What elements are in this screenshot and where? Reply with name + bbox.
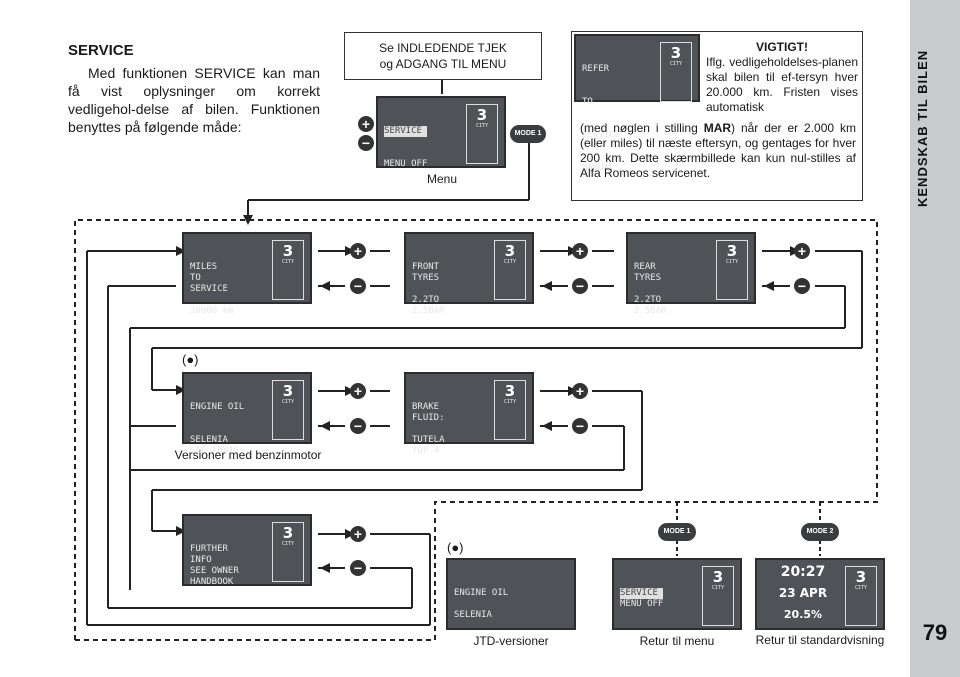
lcd-line: SERVICE	[384, 126, 428, 137]
mode2-button[interactable]: MODE 2	[801, 523, 839, 541]
caption-benzin: Versioner med benzinmotor	[174, 448, 322, 462]
footnote-marker: (●)	[182, 352, 199, 367]
lcd-line: SERVICE	[582, 130, 620, 140]
minus-button[interactable]: −	[350, 560, 366, 576]
instruction-line-1: Se INDLEDENDE TJEK	[379, 41, 507, 55]
note-title: VIGTIGT!	[756, 40, 808, 54]
menu-caption: Menu	[426, 172, 458, 186]
plus-button[interactable]: +	[794, 243, 810, 259]
instruction-line-2: og ADGANG TIL MENU	[379, 57, 507, 71]
intro-paragraph: Med funktionen SERVICE kan man få vist o…	[68, 65, 320, 135]
minus-button[interactable]: −	[572, 418, 588, 434]
lcd-jtd-engine-oil: ENGINE OIL SELENIA	[446, 558, 576, 630]
lcd-line: MENU OFF	[384, 159, 428, 169]
caption-retur-menu: Retur til menu	[639, 634, 715, 648]
page-heading: SERVICE	[68, 42, 134, 59]
caption-retur-standard: Retur til standardvisning	[755, 633, 885, 647]
minus-button[interactable]: −	[572, 278, 588, 294]
lcd-line: MANUAL	[582, 163, 615, 173]
minus-button[interactable]: −	[358, 135, 374, 151]
instruction-box: Se INDLEDENDE TJEK og ADGANG TIL MENU	[344, 32, 542, 80]
lcd-line: TO	[582, 97, 593, 107]
footnote-marker: (●)	[447, 540, 464, 555]
sidebar	[910, 0, 960, 677]
page-number: 79	[922, 620, 948, 645]
lcd-line: REFER	[582, 64, 610, 74]
note-text: VIGTIGT! Iflg. vedligeholdelses-planen s…	[706, 40, 858, 115]
date-readout: 23 APR	[778, 586, 828, 600]
mode1-button[interactable]: MODE 1	[510, 125, 546, 143]
plus-button[interactable]: +	[358, 116, 374, 132]
caption-jtd: JTD-versioner	[473, 634, 549, 648]
minus-button[interactable]: −	[350, 278, 366, 294]
flow-diagram-lines	[74, 80, 878, 641]
section-title: KENDSKAB TIL BILEN	[915, 49, 930, 207]
mode1-button[interactable]: MODE 1	[658, 523, 696, 541]
percent-readout: 20.5%	[783, 608, 823, 621]
note-body: Iflg. vedligeholdelses-planen skal bilen…	[706, 55, 858, 114]
plus-button[interactable]: +	[572, 243, 588, 259]
minus-button[interactable]: −	[350, 418, 366, 434]
plus-button[interactable]: +	[350, 383, 366, 399]
plus-button[interactable]: +	[350, 243, 366, 259]
note-body-continued: (med nøglen i stilling MAR) når der er 2…	[580, 121, 856, 180]
clock-readout: 20:27	[780, 564, 826, 580]
plus-button[interactable]: +	[350, 526, 366, 542]
plus-button[interactable]: +	[572, 383, 588, 399]
minus-button[interactable]: −	[794, 278, 810, 294]
